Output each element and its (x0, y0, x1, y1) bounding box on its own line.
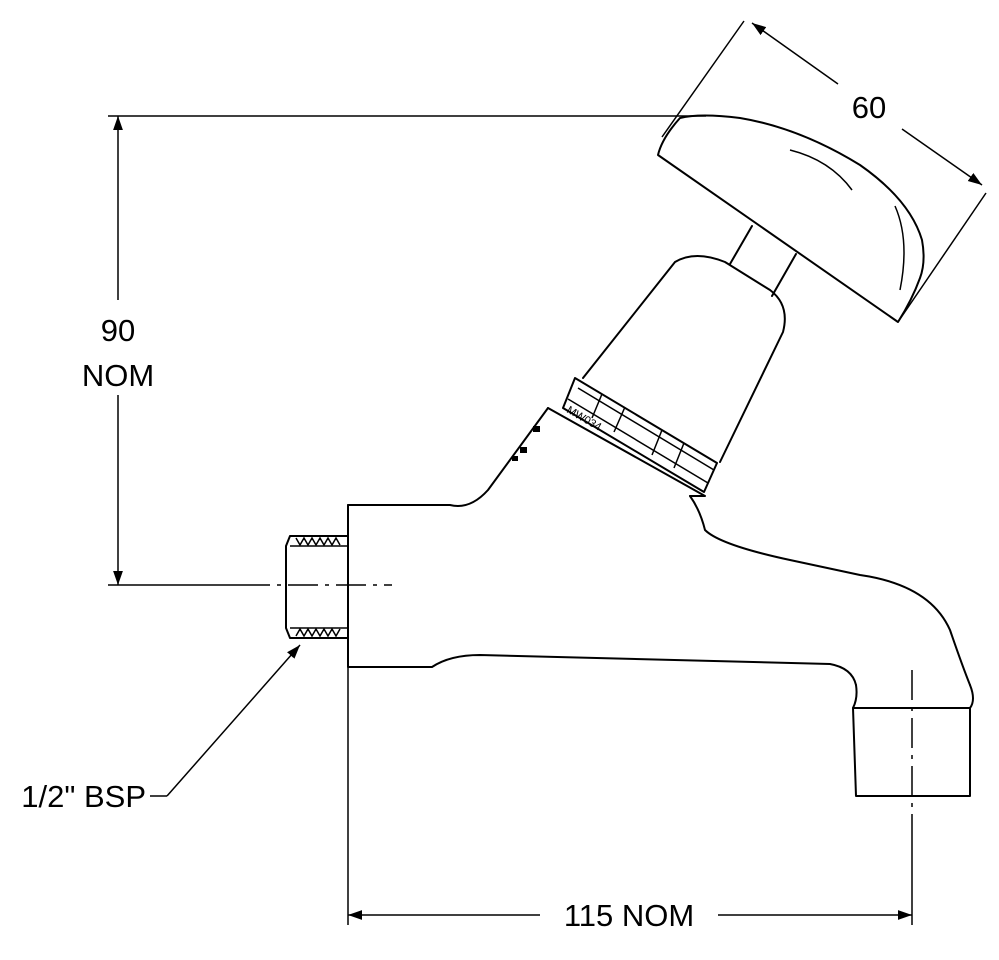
dimension-60-label: 60 (852, 90, 886, 125)
dimension-115-label: 115 NOM (564, 898, 694, 933)
handle (657, 114, 925, 323)
thread-size-label: 1/2" BSP (21, 779, 146, 814)
thread-leader: 1/2" BSP (21, 644, 301, 814)
bonnet (582, 255, 786, 463)
dimension-90-label: 90 (101, 313, 135, 348)
bonnet-nut: MW034 (562, 377, 718, 493)
dimension-nom-label: NOM (82, 358, 154, 393)
threaded-inlet (285, 535, 349, 639)
tap-body (347, 407, 974, 797)
dimension-height: 90 NOM (82, 115, 706, 586)
dimension-handle-width: 60 (661, 20, 987, 323)
dimension-length: 115 NOM (347, 667, 913, 933)
spindle (729, 225, 797, 297)
